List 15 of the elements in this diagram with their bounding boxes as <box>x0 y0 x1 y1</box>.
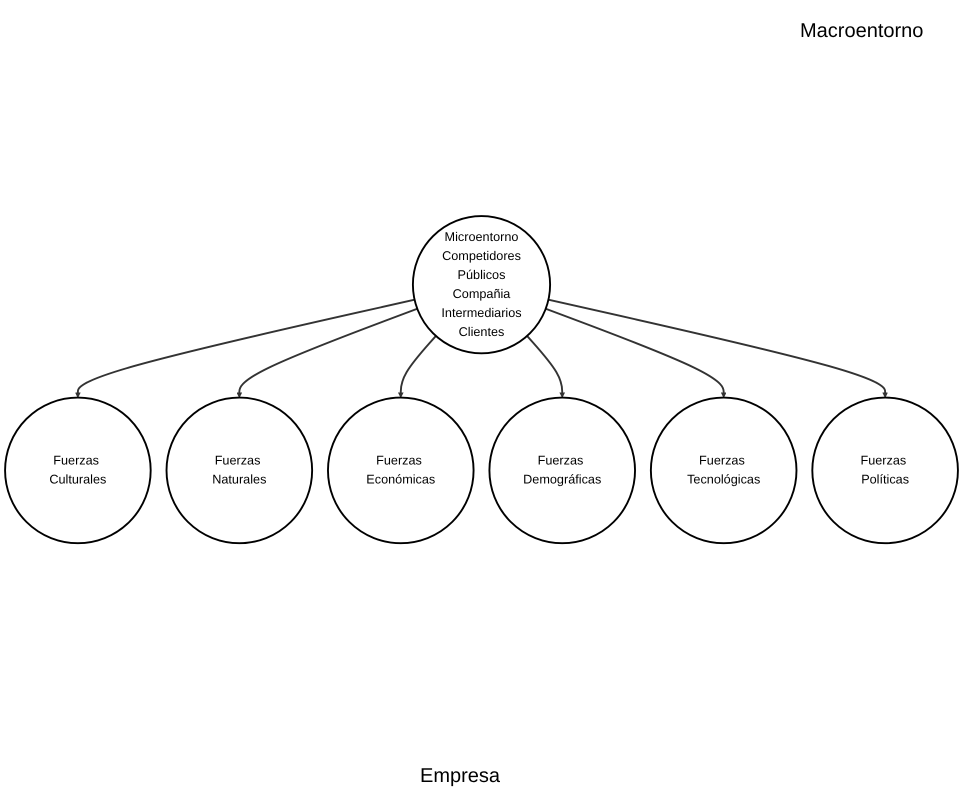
region-label: Macroentorno <box>800 20 924 43</box>
region-label: Empresa <box>420 765 500 788</box>
arrow <box>236 308 418 398</box>
node-circle: Fuerzas Políticas <box>811 397 959 545</box>
arrow <box>545 308 726 398</box>
node-circle: Microentorno Competidores Públicos Compañia Intermediarios Clientes <box>412 215 552 355</box>
arrow <box>526 336 565 398</box>
node-circle: Fuerzas Culturales <box>4 397 152 545</box>
arrow <box>548 299 888 398</box>
node-circle: Fuerzas Tecnológicas <box>650 397 798 545</box>
node-circle: Fuerzas Demográficas <box>488 397 636 545</box>
arrow <box>75 299 415 398</box>
node-circle: Fuerzas Económicas <box>327 397 475 545</box>
node-circle: Fuerzas Naturales <box>166 397 314 545</box>
arrow <box>398 336 437 398</box>
